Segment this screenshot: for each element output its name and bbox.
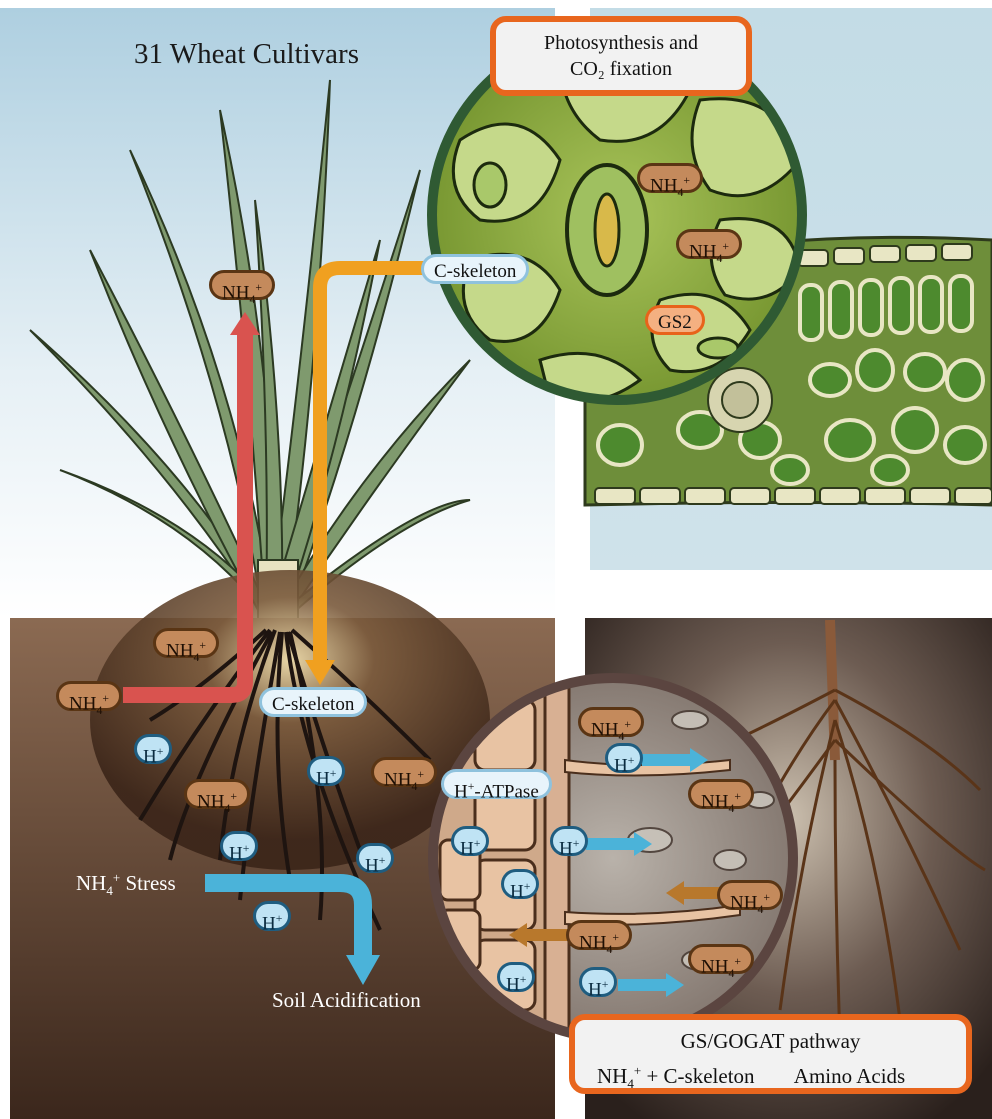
gogat-box: GS/GOGAT pathway NH4+ + C-skeleton Amino… [569,1014,972,1094]
h-ion-soil-1: H+ [134,734,172,764]
photosynthesis-line1: Photosynthesis and [496,30,746,56]
h-ion-root-4: H+ [501,869,539,899]
soil-acidification-label: Soil Acidification [272,988,421,1013]
nh4-ion-root-4: NH4+ [566,920,632,950]
nh4-ion-root-2: NH4+ [688,779,754,809]
h-ion-root-1: H+ [605,743,643,773]
c-skeleton-root: C-skeleton [259,687,367,717]
gogat-line2: NH4+ + C-skeleton Amino Acids [575,1056,966,1099]
h-ion-root-2: H+ [451,826,489,856]
nh4-ion-soil-4: NH4+ [371,757,437,787]
nh4-ion-leaf-1: NH4+ [637,163,703,193]
nh4-ion-leaf-2: NH4+ [676,229,742,259]
nh4-ion-root-5: NH4+ [688,944,754,974]
c-skeleton-leaf: C-skeleton [421,254,529,284]
nh4-ion-root-3: NH4+ [717,880,783,910]
nh4-ion-soil-2: NH4+ [56,681,122,711]
nh4-stress-label: NH4+ Stress [76,870,176,899]
h-ion-root-3: H+ [550,826,588,856]
gogat-line1: GS/GOGAT pathway [575,1026,966,1056]
gogat-product: Amino Acids [794,1064,905,1088]
nh4-ion-root-1: NH4+ [578,707,644,737]
photosynthesis-line2: CO₂ fixation [496,56,746,82]
h-ion-soil-2: H+ [307,756,345,786]
nh4-ion-soil-1: NH4+ [153,628,219,658]
h-ion-root-6: H+ [579,967,617,997]
h-ion-soil-4: H+ [356,843,394,873]
h-atpase-label: H+-ATPase [441,769,552,799]
nh4-ion-soil-3: NH4+ [184,779,250,809]
diagram-title: 31 Wheat Cultivars [134,38,359,71]
h-ion-soil-5: H+ [253,901,291,931]
photosynthesis-box: Photosynthesis and CO₂ fixation [490,16,752,96]
nh4-ion-shoot: NH4+ [209,270,275,300]
gs2-label: GS2 [645,305,705,335]
h-ion-soil-3: H+ [220,831,258,861]
h-ion-root-5: H+ [497,962,535,992]
